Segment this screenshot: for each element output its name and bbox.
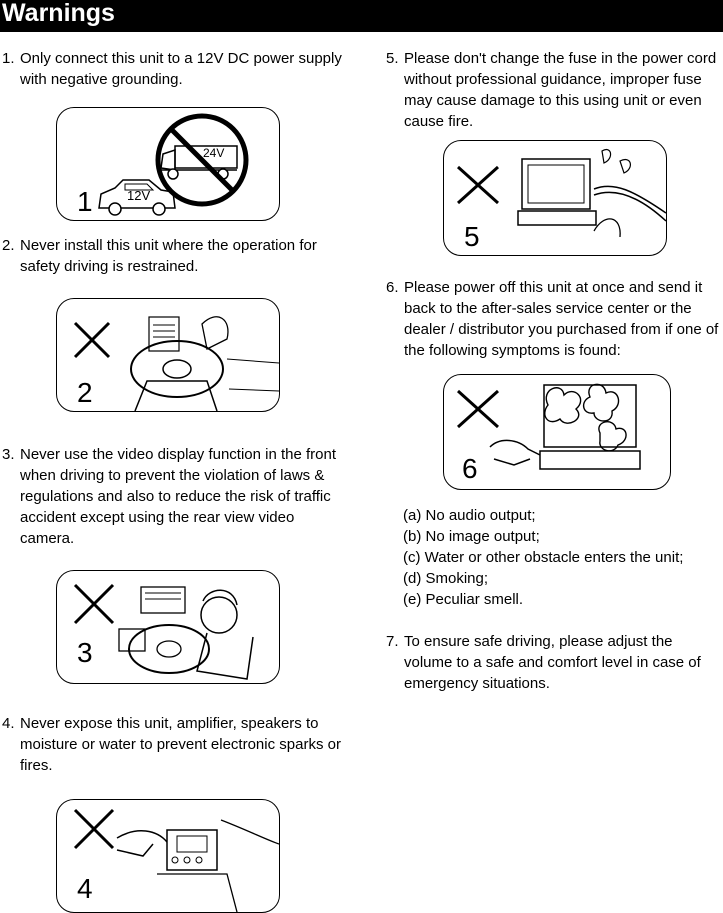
symptom-a: (a) No audio output; (403, 507, 536, 524)
car-truck-illustration (98, 113, 249, 216)
item-number: 7. (386, 633, 399, 650)
warning-item-4: 4. Never expose this unit, amplifier, sp… (2, 713, 342, 776)
item-text: To ensure safe driving, please adjust th… (404, 633, 701, 692)
figure-number: 2 (77, 377, 93, 408)
item-text: Please power off this unit at once and s… (404, 279, 719, 359)
driver-watching-screen-illustration (73, 583, 254, 680)
unit-and-power-cord-illustration (456, 149, 666, 238)
smoking-unit-illustration (456, 383, 641, 470)
steering-wheel-illustration (73, 316, 279, 411)
figure-5-fuse: 5 (443, 140, 667, 256)
item-number: 6. (386, 279, 399, 296)
item-text: Please don't change the fuse in the powe… (404, 50, 717, 130)
figure-number: 5 (464, 221, 480, 252)
spray-on-dashboard-illustration (73, 808, 279, 912)
figure-2-installation: 2 (56, 298, 280, 412)
item-text: Never install this unit where the operat… (20, 237, 317, 275)
truck-voltage-label: 24V (203, 146, 225, 160)
item-number: 2. (2, 237, 15, 254)
item-number: 1. (2, 50, 15, 67)
item-text: Never expose this unit, amplifier, speak… (20, 715, 341, 774)
figure-1-power-supply: 1 12V 24V (56, 107, 280, 221)
figure-number: 6 (462, 453, 478, 484)
warning-item-7: 7. To ensure safe driving, please adjust… (386, 631, 721, 694)
item-text: Only connect this unit to a 12V DC power… (20, 50, 342, 88)
page-header: Warnings (0, 0, 723, 32)
symptom-e: (e) Peculiar smell. (403, 591, 524, 608)
warning-item-2: 2. Never install this unit where the ope… (2, 235, 342, 277)
warning-item-6: 6. Please power off this unit at once an… (386, 277, 721, 361)
symptom-d: (d) Smoking; (403, 570, 489, 587)
warning-item-5: 5. Please don't change the fuse in the p… (386, 48, 721, 132)
car-voltage-label: 12V (127, 188, 151, 203)
symptom-b: (b) No image output; (403, 528, 540, 545)
page-title: Warnings (2, 0, 115, 27)
figure-number: 4 (77, 873, 93, 904)
figure-3-video-display: 3 (56, 570, 280, 684)
warning-item-1: 1. Only connect this unit to a 12V DC po… (2, 48, 342, 90)
item-text: Never use the video display function in … (20, 446, 337, 547)
item-number: 4. (2, 715, 15, 732)
symptom-c: (c) Water or other obstacle enters the u… (403, 549, 684, 566)
figure-number: 1 (77, 186, 93, 217)
figure-number: 3 (77, 637, 93, 668)
warning-item-3: 3. Never use the video display function … (2, 444, 342, 549)
item-number: 3. (2, 446, 15, 463)
figure-6-symptoms: 6 (443, 374, 671, 490)
item-number: 5. (386, 50, 399, 67)
figure-4-moisture: 4 (56, 799, 280, 913)
